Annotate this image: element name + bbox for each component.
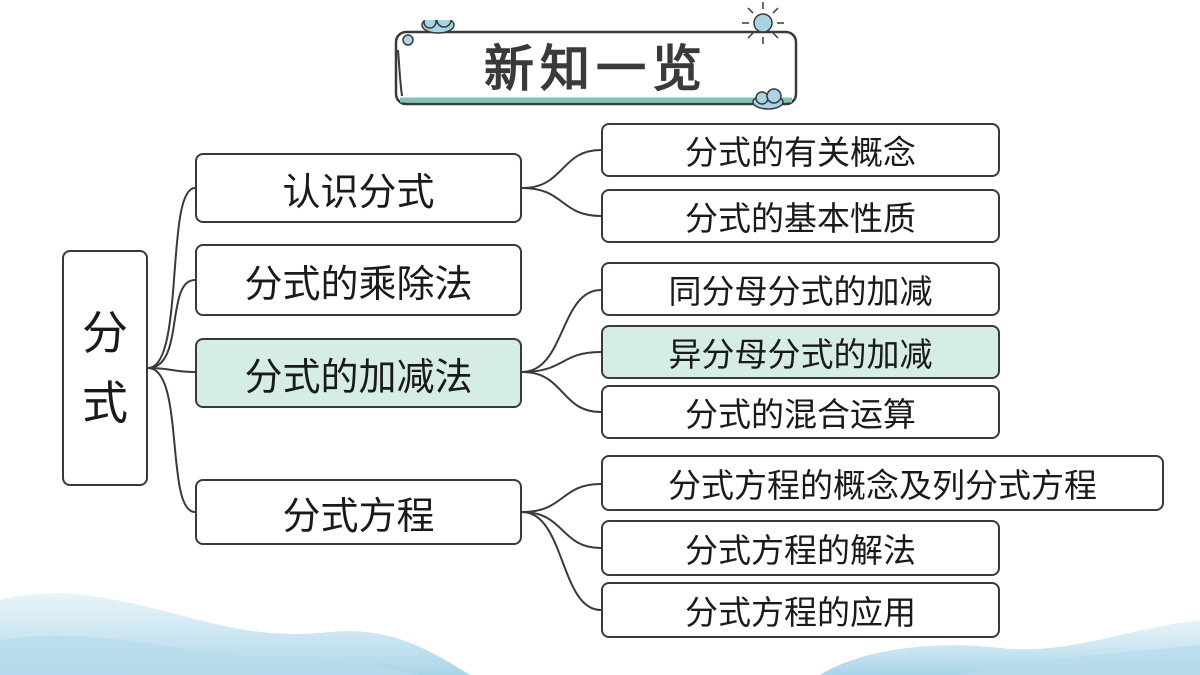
node-l2-same-denominator: 同分母分式的加减 bbox=[601, 262, 1000, 316]
title-frame bbox=[394, 20, 798, 110]
root-node: 分 式 bbox=[62, 250, 148, 486]
root-char: 式 bbox=[82, 376, 128, 430]
sun-icon bbox=[742, 2, 784, 44]
node-l2-equation-application: 分式方程的应用 bbox=[601, 582, 1000, 638]
node-l1-multiply-divide: 分式的乘除法 bbox=[195, 244, 522, 316]
node-l2-concept: 分式的有关概念 bbox=[601, 123, 1000, 177]
node-l2-mixed-operation: 分式的混合运算 bbox=[601, 385, 1000, 439]
node-l1-recognize: 认识分式 bbox=[195, 153, 522, 223]
page-title: 新知一览 bbox=[484, 39, 708, 98]
root-char: 分 bbox=[82, 306, 128, 360]
title-banner: 新知一览 bbox=[390, 20, 802, 110]
cloud-icon bbox=[421, 20, 455, 34]
node-l2-property: 分式的基本性质 bbox=[601, 189, 1000, 243]
node-l2-equation-concept: 分式方程的概念及列分式方程 bbox=[601, 455, 1164, 511]
cloud-icon bbox=[752, 88, 784, 110]
node-l1-equation: 分式方程 bbox=[195, 479, 522, 545]
node-l2-equation-solution: 分式方程的解法 bbox=[601, 520, 1000, 576]
node-l2-different-denominator: 异分母分式的加减 bbox=[601, 325, 1000, 379]
node-l1-add-subtract: 分式的加减法 bbox=[195, 338, 522, 408]
